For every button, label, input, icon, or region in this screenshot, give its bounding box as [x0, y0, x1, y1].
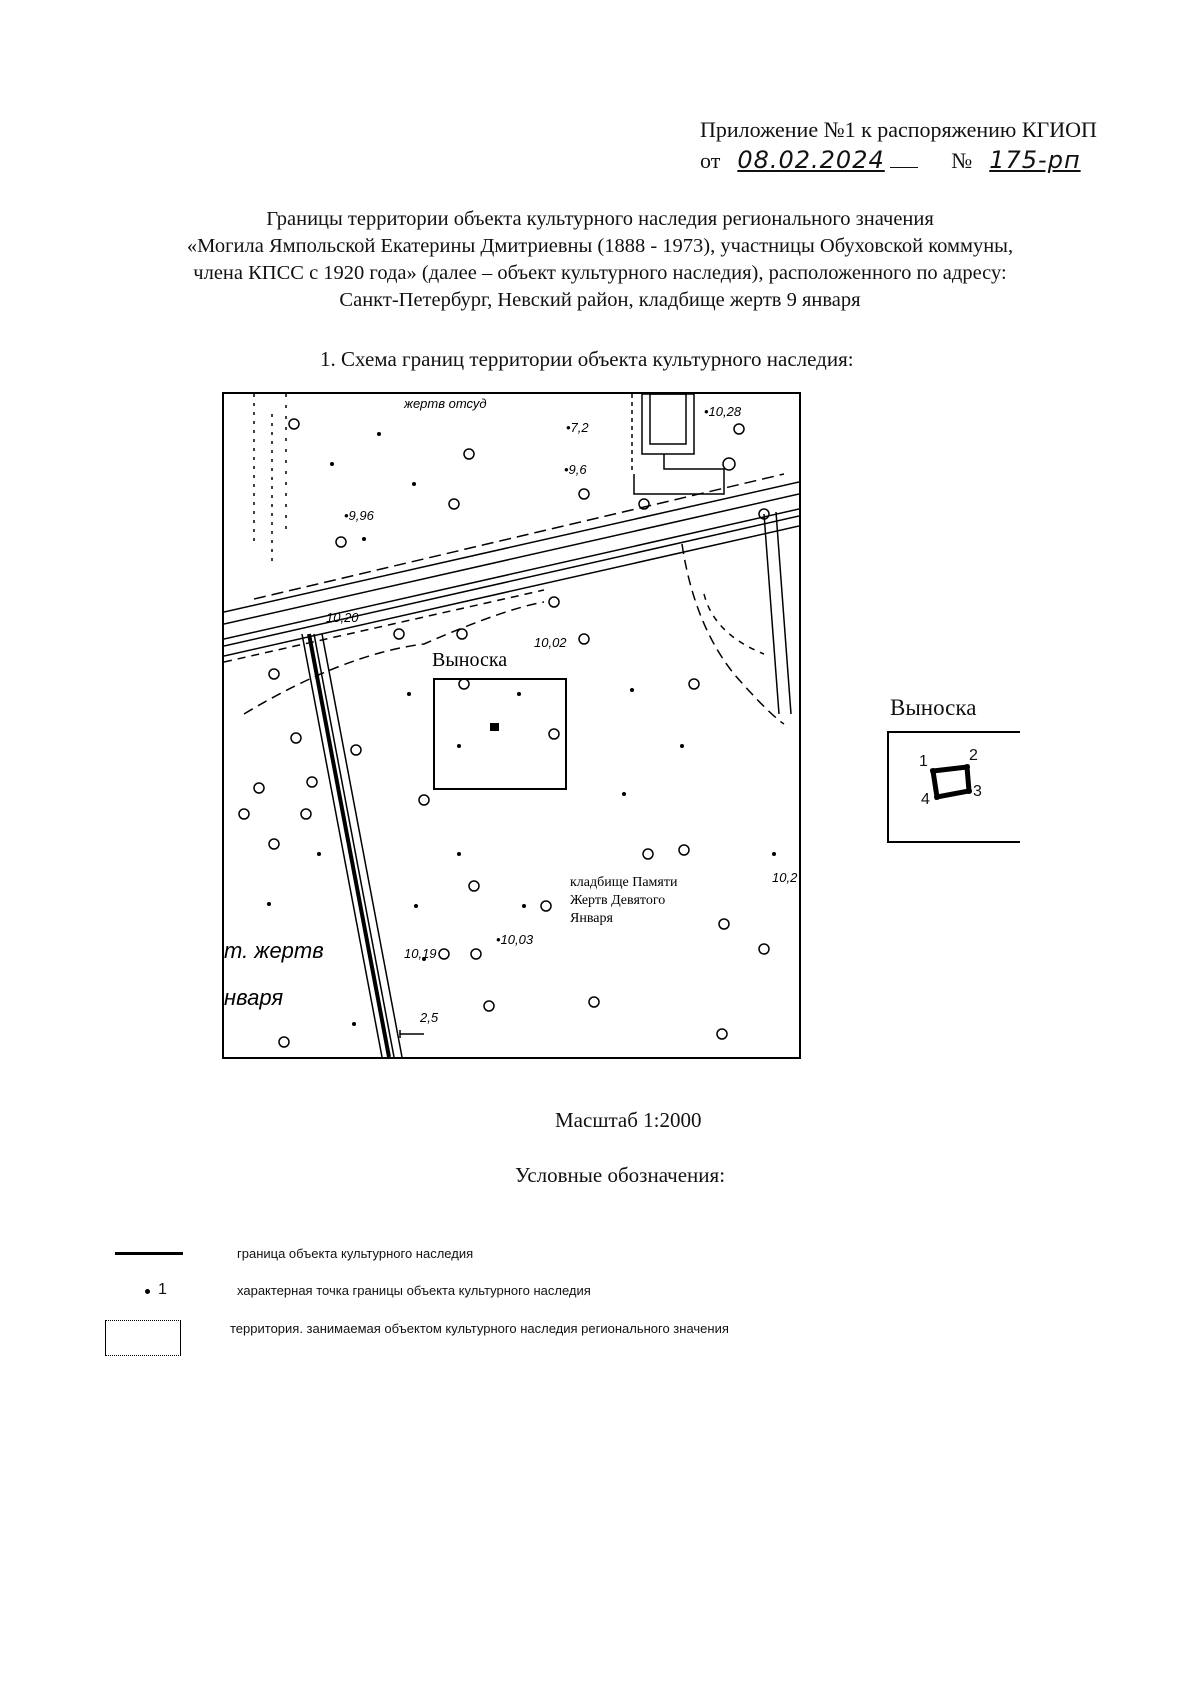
callout-polygon [930, 764, 972, 800]
map-callout-label: Выноска [432, 649, 507, 671]
point-3-label: 3 [973, 783, 982, 800]
svg-text:Жертв Девятого: Жертв Девятого [570, 893, 665, 908]
title-line-2: «Могила Ямпольской Екатерины Дмитриевны … [186, 235, 1014, 257]
svg-text:Января: Января [570, 911, 613, 926]
legend-title: Условные обозначения: [515, 1163, 726, 1187]
order-date: 08.02.2024 [737, 146, 885, 174]
map-drawing: жертв отсуд т. жертв нваря •7,2 •9,6 •10… [224, 394, 799, 1057]
callout-box: 1 2 3 4 [887, 731, 1020, 843]
section-heading: 1. Схема границ территории объекта культ… [320, 347, 854, 371]
point-2-label: 2 [969, 747, 978, 764]
legend-point-label: 1 [158, 1281, 167, 1298]
legend-item-point: характерная точка границы объекта культу… [237, 1283, 591, 1298]
street-label-top: жертв отсуд [403, 396, 487, 411]
map-scale: Масштаб 1:2000 [555, 1108, 702, 1132]
cemetery-label: кладбище Памяти Жертв Девятого Января [570, 875, 678, 926]
point-4-label: 4 [921, 791, 930, 808]
number-prefix: № [951, 148, 973, 173]
legend-line-symbol [115, 1252, 183, 1255]
svg-text:10,20: 10,20 [326, 610, 359, 625]
svg-text:кладбище Памяти: кладбище Памяти [570, 875, 678, 890]
document-title: Границы территории объекта культурного н… [100, 206, 1100, 314]
boundary-map: жертв отсуд т. жертв нваря •7,2 •9,6 •10… [222, 392, 801, 1059]
svg-text:•9,6: •9,6 [564, 462, 587, 477]
svg-text:10,02: 10,02 [534, 635, 567, 650]
svg-text:•9,96: •9,96 [344, 508, 375, 523]
date-prefix: от [700, 148, 721, 173]
grave-marker [490, 723, 499, 731]
appendix-line: Приложение №1 к распоряжению КГИОП [700, 117, 1097, 142]
svg-text:•10,28: •10,28 [704, 404, 742, 419]
legend-point-symbol [145, 1289, 150, 1294]
svg-text:10,2: 10,2 [772, 870, 798, 885]
svg-text:•10,03: •10,03 [496, 932, 534, 947]
title-line-4: Санкт-Петербург, Невский район, кладбище… [339, 289, 861, 311]
svg-text:•7,2: •7,2 [566, 420, 589, 435]
legend-item-area: территория. занимаемая объектом культурн… [230, 1321, 729, 1336]
svg-text:2,5: 2,5 [419, 1010, 439, 1025]
street-label-left: т. жертв [224, 938, 324, 963]
callout-label: Выноска [890, 695, 977, 720]
appendix-reference: Приложение №1 к распоряжению КГИОП от 08… [700, 116, 1097, 175]
svg-text:10,19: 10,19 [404, 946, 437, 961]
legend-item-boundary: граница объекта культурного наследия [237, 1246, 474, 1261]
order-number: 175-рп [989, 146, 1081, 174]
title-line-3: члена КПСС с 1920 года» (далее – объект … [193, 262, 1007, 284]
legend-area-symbol [105, 1320, 181, 1356]
callout-frame [433, 678, 567, 790]
order-date-number-line: от 08.02.2024 № 175-рп [700, 146, 1097, 175]
street-label-left-2: нваря [224, 985, 283, 1010]
title-line-1: Границы территории объекта культурного н… [266, 208, 934, 230]
point-1-label: 1 [919, 753, 928, 770]
